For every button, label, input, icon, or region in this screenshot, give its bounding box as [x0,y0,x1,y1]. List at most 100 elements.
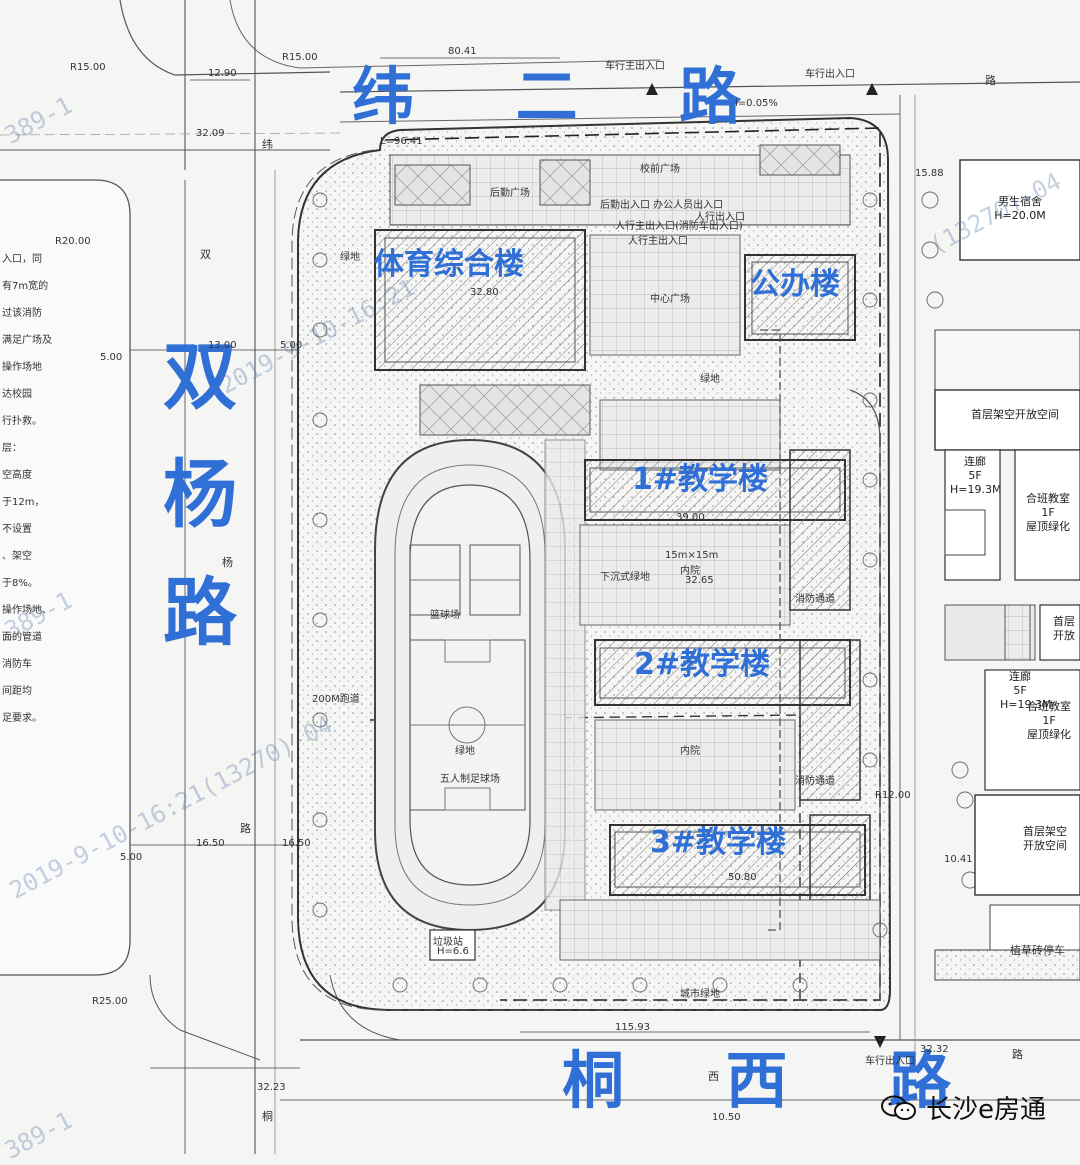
dim-80-41: 80.41 [448,46,477,57]
dim-16-50a: 16.50 [196,838,225,849]
label-green-1: 绿地 [455,746,475,757]
dim-32-23: 32.23 [257,1082,286,1093]
label-car-entry-south: 车行出入口 [865,1056,915,1067]
label-green-2: 绿地 [340,252,360,263]
note-line: 操作场地 [2,362,42,373]
road-char-shuang: 双 [200,248,211,261]
brand-name: 长沙e房通 [926,1095,1046,1125]
dim-r15: R15.00 [70,62,106,73]
road-label-west-char-3: 路 [163,570,237,656]
building-label-sports: 体育综合楼 [374,247,524,282]
road-char-yang: 杨 [222,556,233,569]
label-fire-road-2: 消防通道 [795,776,835,787]
label-court-size: 15m×15m [665,550,719,561]
note-line: 面的管道 [2,632,42,643]
road-char-tong: 桐 [262,1110,273,1123]
dim-r25: R25.00 [92,996,128,1007]
wechat-icon [881,1095,916,1120]
note-line: 行扑救。 [2,416,42,427]
note-line: 入口，同 [2,254,42,265]
building-label-office: 公办楼 [750,267,840,302]
note-line: 足要求。 [2,713,42,724]
dim-96-41: L=96.41 [380,136,423,147]
dim-12-90: 12.90 [208,68,237,79]
note-line: 消防车 [2,659,32,670]
dim-32-32: 32.32 [920,1044,949,1055]
neighbor-corridor-1-name: 连廊 [964,455,986,468]
label-gate-fire: 人行主出入口(消防车出入口) [615,221,743,232]
neighbor-open-space-3-line2: 开放 [1053,628,1075,642]
dim-32-80: 32.80 [470,287,499,298]
label-sunken-green: 下沉式绿地 [600,572,650,583]
note-line: 、架空 [2,551,32,562]
building-label-teach3: 3#教学楼 [650,825,787,860]
label-courtyard-2: 内院 [680,746,700,757]
neighbor-open-space-2-line1: 首层架空 [1023,825,1067,838]
dim-5-00b: 5.00 [280,340,303,351]
dim-32-09: 32.09 [196,128,225,139]
neighbor-open-space-3: 首层 开放 [1048,615,1080,643]
building-label-teach1: 1#教学楼 [632,462,769,497]
road-label-west-char-1: 双 [163,334,237,420]
label-green-3: 绿地 [700,374,720,385]
neighbor-roof-1: 屋顶绿化 [1026,519,1070,533]
neighbor-open-space-2-line2: 开放空间 [1023,838,1067,852]
label-slope: i=0.05% [735,98,778,109]
note-line: 过该消防 [2,308,42,319]
dim-r20: R20.00 [55,236,91,247]
note-line: 于8%。 [2,578,38,589]
dim-5-00c: 5.00 [120,852,143,863]
dim-r15b: R15.00 [282,52,318,63]
brand-badge: 长沙e房通 [880,1089,1046,1126]
dim-115-93: 115.93 [615,1022,650,1033]
road-label-north: 纬 二 路 [352,60,782,133]
note-line: 于12m， [2,497,45,508]
dim-r12: R12.00 [875,790,911,801]
neighbor-class-2-floors: 1F [1042,713,1056,727]
road-char-lu-2: 路 [1012,1048,1023,1061]
label-people-entry: 人行主出入口 [628,236,688,247]
building-label-teach2: 2#教学楼 [634,647,771,682]
dim-10-50: 10.50 [712,1112,741,1123]
note-line: 空高度 [2,470,32,481]
neighbor-class-2-name: 合班教室 [1027,700,1071,713]
label-logistics-square: 后勤广场 [490,188,530,199]
label-campus-square: 校前广场 [640,164,680,175]
neighbor-class-2: 合班教室 1F 屋顶绿化 [1020,700,1078,741]
note-line: 满足广场及 [2,335,52,346]
label-garbage-height: H=6.6 [437,946,469,957]
note-line: 层： [2,443,22,454]
neighbor-class-1-floors: 1F [1041,505,1055,519]
label-city-green: 城市绿地 [680,989,720,1000]
dim-10-41: 10.41 [944,854,973,865]
note-line: 操作场地、 [2,605,52,616]
neighbor-roof-2: 屋顶绿化 [1027,727,1071,741]
neighbor-corridor-2: 连廊 5F H=19.3M [1000,670,1052,711]
neighbor-corridor-1-floors: 5F [968,468,982,482]
neighbor-dorm-name: 男生宿舍 [998,195,1042,208]
neighbor-corridor-2-name: 连廊 [1009,670,1031,683]
dim-50-80: 50.80 [728,872,757,883]
note-line: 不设置 [2,524,32,535]
note-line: 有7m宽的 [2,281,49,292]
label-basketball: 篮球场 [430,610,460,621]
dim-5-00a: 5.00 [100,352,123,363]
label-courtyard-1: 内院 [680,566,700,577]
dim-13-00: 13.00 [208,340,237,351]
notes-column: 入口，同 有7m宽的 过该消防 满足广场及 操作场地 达校园 行扑救。 层： 空… [2,246,52,732]
neighbor-corridor-2-floors: 5F [1013,683,1027,697]
neighbor-corridor-2-height: H=19.3M [1000,697,1052,711]
neighbor-parking: 植草砖停车 [1010,944,1065,957]
neighbor-class-1: 合班教室 1F 屋顶绿化 [1018,492,1078,533]
neighbor-open-space-2: 首层架空 开放空间 [1010,825,1080,853]
label-people-entry-2: 人行出入口 [695,212,745,223]
dim-15-88: 15.88 [915,168,944,179]
neighbor-dorm: 男生宿舍 H=20.0M [975,195,1065,223]
road-label-south: 桐 西 路 [562,1044,992,1117]
label-main-entry: 车行主出入口 [605,61,665,72]
neighbor-class-1-name: 合班教室 [1026,492,1070,505]
label-car-entry: 车行出入口 [805,69,855,80]
road-char-lu-1: 路 [240,822,251,835]
note-line: 达校园 [2,389,32,400]
